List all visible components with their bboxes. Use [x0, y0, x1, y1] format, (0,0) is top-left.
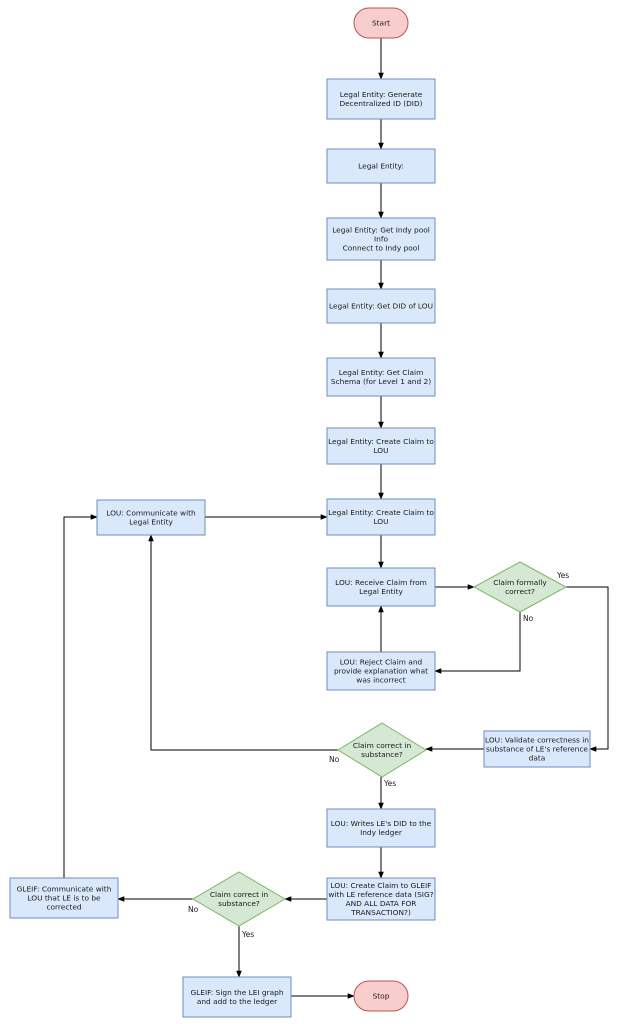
edge-formal-no-reject [434, 612, 521, 674]
node-label: data [529, 754, 546, 763]
process-box [483, 730, 591, 768]
process-box [182, 976, 292, 1018]
terminal-shape [353, 7, 409, 39]
node-label: Connect to Indy pool [343, 244, 420, 253]
node-label: Claim correct in [353, 741, 412, 750]
edge-substance1-no-communicate [148, 534, 338, 751]
node-get-did-lou: Legal Entity: Get DID of LOU [326, 288, 436, 324]
process-box [326, 808, 436, 848]
node-label: Legal Entity: Create Claim to [328, 437, 434, 446]
node-label: Legal Entity: [358, 162, 404, 171]
node-start: Start [353, 7, 409, 39]
node-stop: Stop [353, 980, 409, 1012]
terminal-shape [353, 980, 409, 1012]
node-label: GLEIF: Communicate with [17, 885, 112, 894]
edge-label-formal-yes: Yes [556, 571, 569, 580]
edge-gleifcomm-communicate [63, 514, 98, 878]
node-label: Legal Entity: Create Claim to [328, 508, 434, 517]
edge-label-formal-no: No [523, 614, 534, 623]
node-label: Start [372, 19, 390, 28]
process-box [326, 357, 436, 397]
process-box [326, 651, 436, 691]
process-box [9, 877, 119, 919]
edge-formal-yes-validate [566, 586, 609, 752]
edges [63, 38, 609, 999]
process-box [96, 499, 206, 536]
node-label: Legal Entity: Generate [340, 90, 423, 99]
node-label: LOU: Reject Claim and [340, 658, 423, 667]
node-label: LOU: Communicate with [106, 509, 196, 518]
edge-label-substance2-no: No [188, 905, 199, 914]
node-label: TRANSACTION?) [350, 908, 411, 917]
decision-diamond [192, 871, 286, 927]
process-box [326, 567, 436, 607]
node-label: substance? [218, 899, 260, 908]
node-label: LOU: Receive Claim from [335, 578, 427, 587]
node-label: Decentralized ID (DID) [339, 99, 422, 108]
node-label: corrected [46, 903, 81, 912]
node-label: substance of LE's reference [486, 745, 588, 754]
node-label: Claim formally [493, 578, 547, 587]
edge-label-substance1-yes: Yes [383, 779, 396, 788]
node-label: correct? [505, 587, 535, 596]
node-label: Info [374, 235, 388, 244]
node-legal-entity: Legal Entity: [326, 148, 436, 184]
node-label: AND ALL DATA FOR [346, 899, 417, 908]
node-label: LOU [373, 446, 388, 455]
node-label: Indy ledger [360, 828, 403, 837]
decision-diamond [337, 722, 427, 778]
process-box [326, 877, 436, 921]
node-label: LOU: Writes LE's DID to the [331, 819, 432, 828]
node-label: LOU: Validate correctness in [485, 736, 589, 745]
process-box [326, 78, 436, 120]
node-label: Stop [373, 992, 390, 1001]
node-label: Legal Entity: Get Indy pool [332, 226, 430, 235]
node-label: provide explanation what [334, 667, 428, 676]
node-label: LOU: Create Claim to GLEIF [331, 881, 432, 890]
process-box [326, 288, 436, 324]
node-label: LOU [373, 517, 388, 526]
process-box [326, 498, 436, 536]
node-label: GLEIF: Sign the LEI graph [190, 988, 283, 997]
process-box [326, 217, 436, 261]
edge-label-substance1-no: No [329, 755, 340, 764]
node-label: and add to the ledger [197, 997, 278, 1006]
node-label: LOU that LE is to be [27, 894, 101, 903]
node-label: was incorrect [356, 676, 405, 685]
node-label: Legal Entity [359, 587, 403, 596]
node-label: Claim correct in [210, 890, 269, 899]
edge-label-substance2-yes: Yes [241, 930, 254, 939]
node-label: Schema (for Level 1 and 2) [331, 377, 431, 386]
decision-diamond [472, 561, 568, 613]
node-label: Legal Entity: Get Claim [339, 368, 424, 377]
process-box [326, 148, 436, 184]
node-label: Legal Entity: Get DID of LOU [329, 302, 433, 311]
node-label: substance? [361, 750, 403, 759]
node-label: Legal Entity [129, 518, 173, 527]
node-label: with LE reference data (SIG? [328, 890, 433, 899]
process-box [326, 427, 436, 465]
